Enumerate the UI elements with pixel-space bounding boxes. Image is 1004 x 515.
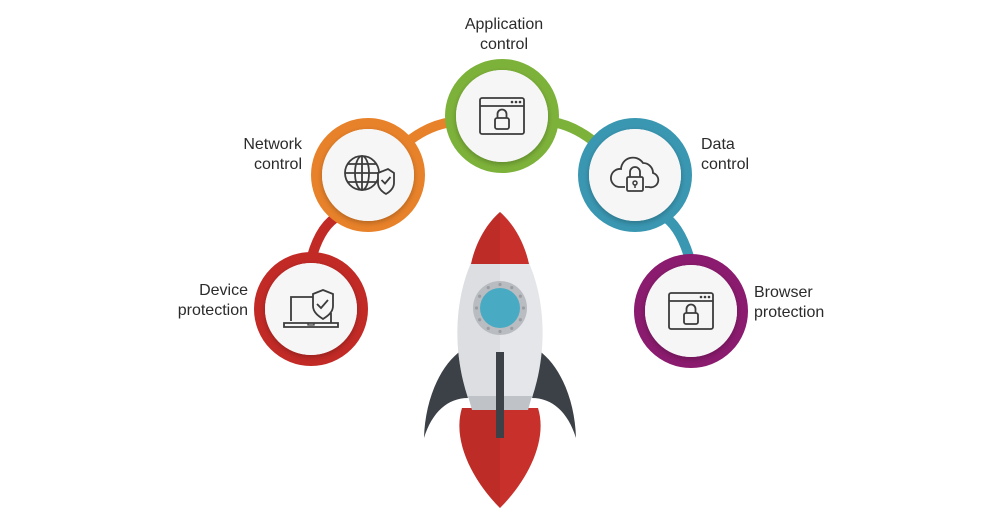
window-lock-icon (479, 97, 525, 135)
node-disc (456, 70, 548, 162)
window-lock-icon (668, 292, 714, 330)
globe-shield-icon (344, 155, 395, 196)
node-ring (634, 254, 748, 368)
node-application (445, 59, 559, 173)
node-disc (322, 129, 414, 221)
cloud-lock-icon (610, 156, 660, 192)
rocket-flame (459, 408, 541, 508)
node-ring (445, 59, 559, 173)
rivet (486, 286, 490, 290)
laptop-shield-icon (283, 289, 339, 328)
rivet (518, 318, 522, 322)
rivet (498, 329, 502, 334)
node-disc (265, 263, 357, 355)
node-ring (254, 252, 368, 366)
label-line: Device (199, 282, 248, 299)
nodes (254, 59, 748, 368)
label-application-control: Application control (452, 15, 556, 55)
label-line: Application (464, 16, 544, 33)
rocket-fin-left (424, 350, 468, 438)
rivet (510, 286, 514, 290)
label-device-protection: Device protection (150, 281, 248, 321)
rivet (486, 326, 490, 330)
node-device (254, 252, 368, 366)
rivet (474, 306, 479, 310)
rivet (498, 282, 502, 287)
rocket-nose (471, 212, 529, 264)
node-ring (311, 118, 425, 232)
label-network-control: Network control (214, 135, 302, 175)
rivet (521, 306, 526, 310)
node-data (578, 118, 692, 232)
node-ring (578, 118, 692, 232)
rivet (518, 294, 522, 298)
label-line: Data (701, 136, 735, 153)
rivet (478, 294, 482, 298)
rocket-stripe (496, 352, 504, 438)
node-network (311, 118, 425, 232)
label-line: Browser (754, 284, 813, 301)
node-disc (589, 129, 681, 221)
label-line: protection (754, 304, 825, 321)
rocket-fin-right (532, 350, 576, 438)
label-browser-protection: Browser protection (754, 283, 864, 323)
porthole-rivets (474, 282, 526, 334)
rocket-flame-shade (459, 408, 500, 508)
label-line: control (701, 156, 750, 173)
label-line: Network (243, 136, 302, 153)
rocket-porthole-glass (480, 288, 520, 328)
rocket-nose-shade (471, 212, 500, 264)
rivet (510, 326, 514, 330)
rocket-icon (424, 212, 576, 508)
label-data-control: Data control (701, 135, 791, 175)
label-line: control (479, 36, 529, 53)
label-line: protection (177, 302, 248, 319)
node-disc (645, 265, 737, 357)
node-browser (634, 254, 748, 368)
label-line: control (253, 156, 302, 173)
rivet (478, 318, 482, 322)
